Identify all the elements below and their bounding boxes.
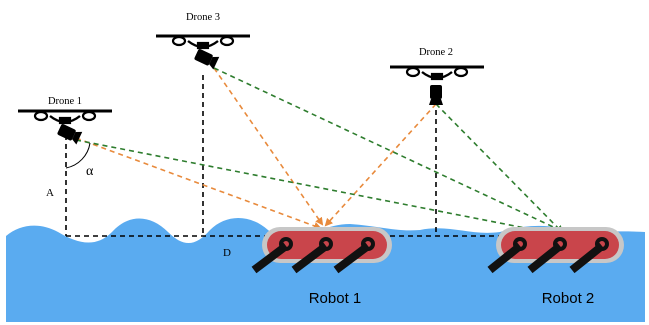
- ray-drone3-robot2: [213, 67, 566, 234]
- ray-drone2-robot1: [324, 103, 437, 227]
- ray-drone1-robot2: [75, 139, 568, 239]
- drone-icon: [18, 109, 112, 125]
- rays-orange: [75, 67, 437, 230]
- robot-1: Robot 1: [251, 227, 392, 307]
- ray-drone1-robot1: [75, 137, 322, 230]
- angle-label: α: [86, 164, 94, 179]
- camera-icon: [194, 49, 220, 70]
- drone-2: Drone 2: [390, 47, 484, 105]
- drone-label: Drone 1: [48, 96, 82, 107]
- camera-icon: [57, 124, 83, 145]
- robot-label: Robot 1: [309, 290, 362, 307]
- rays-green: [75, 67, 568, 239]
- robot-2: Robot 2: [487, 227, 624, 307]
- reference-lines: [65, 75, 620, 237]
- camera-icon: [429, 85, 443, 105]
- drone-icon: [156, 34, 250, 50]
- drone-icon: [390, 65, 484, 81]
- drone-label: Drone 2: [419, 47, 453, 58]
- robot-label: Robot 2: [542, 290, 595, 307]
- ray-drone3-robot1: [213, 67, 324, 226]
- angle-arc: [65, 142, 91, 169]
- altitude-label: A: [46, 187, 54, 199]
- distance-label: D: [223, 247, 231, 259]
- drone-3: Drone 3: [156, 12, 250, 70]
- robot-legs: [487, 242, 605, 274]
- robot-legs: [251, 242, 371, 274]
- drone-1: Drone 1: [18, 96, 112, 145]
- water-surface: [6, 218, 645, 322]
- drone-label: Drone 3: [186, 12, 220, 23]
- ray-drone2-robot2: [435, 103, 564, 234]
